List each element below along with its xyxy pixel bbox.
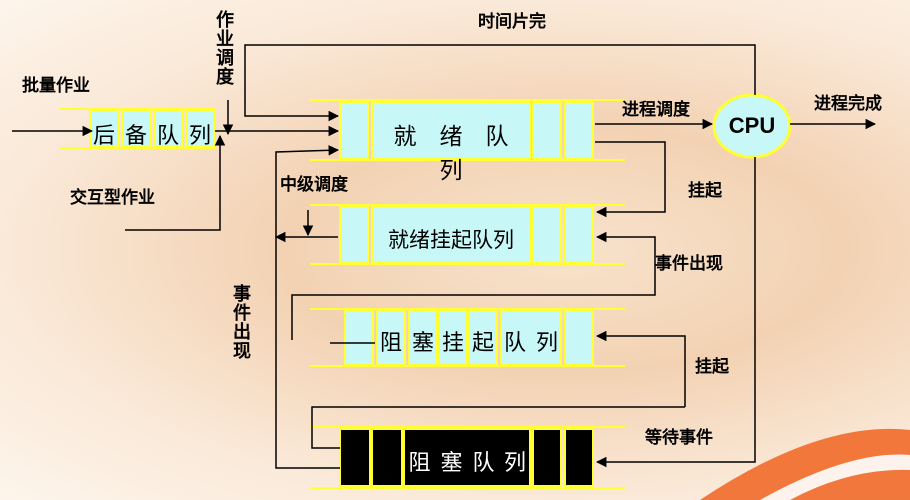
blocked-suspended-char-2: 塞 (411, 331, 434, 356)
blocked-queue-char-4: 列 (503, 451, 526, 476)
ready-queue-label: 就 绪 队 列 (393, 124, 532, 184)
blocked-suspended-char-1: 阻 (379, 331, 402, 356)
backup-queue-char-1: 后 (92, 124, 115, 149)
suspend-label-upper: 挂起 (688, 181, 722, 201)
process-scheduling-label: 进程调度 (622, 100, 690, 120)
interactive-jobs-label: 交互型作业 (70, 188, 155, 208)
connectors (12, 44, 877, 469)
blocked-suspended-char-6: 列 (535, 331, 558, 356)
bottom-right-swoosh-highlight (760, 454, 910, 500)
process-complete-label: 进程完成 (814, 94, 882, 114)
ready-queue (310, 99, 625, 161)
suspend-label-lower: 挂起 (695, 357, 729, 377)
blocked-suspended-char-4: 起 (471, 331, 494, 356)
blocked-suspended-queue (310, 308, 625, 367)
blocked-suspended-char-5: 队 (503, 331, 526, 356)
ready-suspended-queue (310, 204, 625, 265)
batch-jobs-label: 批量作业 (22, 76, 90, 96)
cpu-label: CPU (728, 113, 776, 138)
blocked-queue (310, 426, 625, 489)
mid-scheduling-label: 中级调度 (280, 175, 348, 195)
blocked-queue-char-3: 队 (472, 451, 495, 476)
backup-queue-char-4: 列 (188, 124, 211, 149)
bottom-right-swoosh (700, 428, 910, 500)
blocked-queue-char-2: 塞 (440, 451, 463, 476)
event-occurs-right-label: 事件出现 (655, 254, 723, 274)
event-occurs-left-label: 事件出现 (230, 284, 251, 360)
time-slice-end-label: 时间片完 (478, 12, 546, 32)
ready-suspended-queue-label: 就绪挂起队列 (388, 228, 514, 252)
job-scheduling-label: 作业调度 (213, 10, 234, 86)
backup-queue (60, 108, 215, 149)
backup-queue-char-3: 队 (156, 124, 179, 149)
blocked-suspended-char-3: 挂 (441, 331, 464, 356)
wait-event-label: 等待事件 (645, 428, 713, 448)
blocked-queue-char-1: 阻 (408, 451, 431, 476)
cpu-node (712, 93, 792, 159)
backup-queue-char-2: 备 (124, 124, 147, 149)
